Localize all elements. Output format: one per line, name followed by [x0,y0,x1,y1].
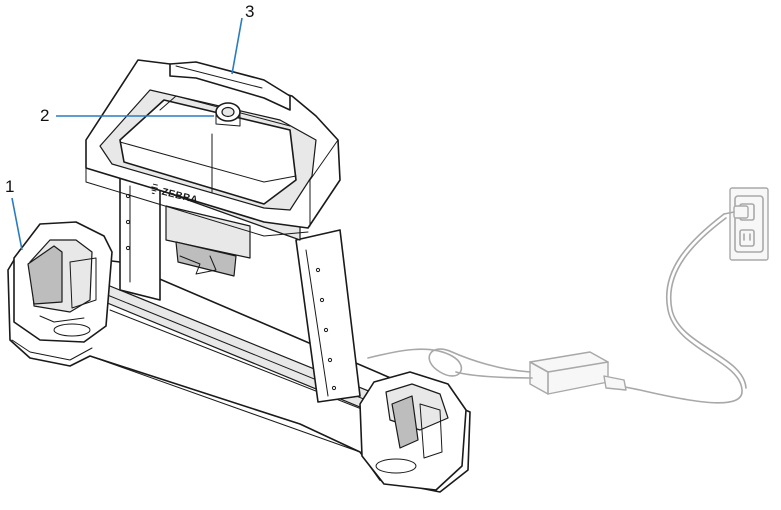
callout-label-3: 3 [245,2,255,21]
wall-outlet [729,187,769,261]
leader-line-3 [231,17,243,75]
release-handle [169,61,291,111]
power-cable [619,213,747,404]
right-battery-cup [359,371,467,491]
leader-line-1 [11,197,23,251]
latch-knob [215,102,241,127]
callout-leaders [11,17,243,251]
callout-label-2: 2 [40,106,50,125]
callout-label-1: 1 [5,177,15,196]
left-battery-cup [13,221,113,343]
dc-cable [367,348,533,379]
power-plug [723,205,749,219]
power-adapter [529,351,627,395]
